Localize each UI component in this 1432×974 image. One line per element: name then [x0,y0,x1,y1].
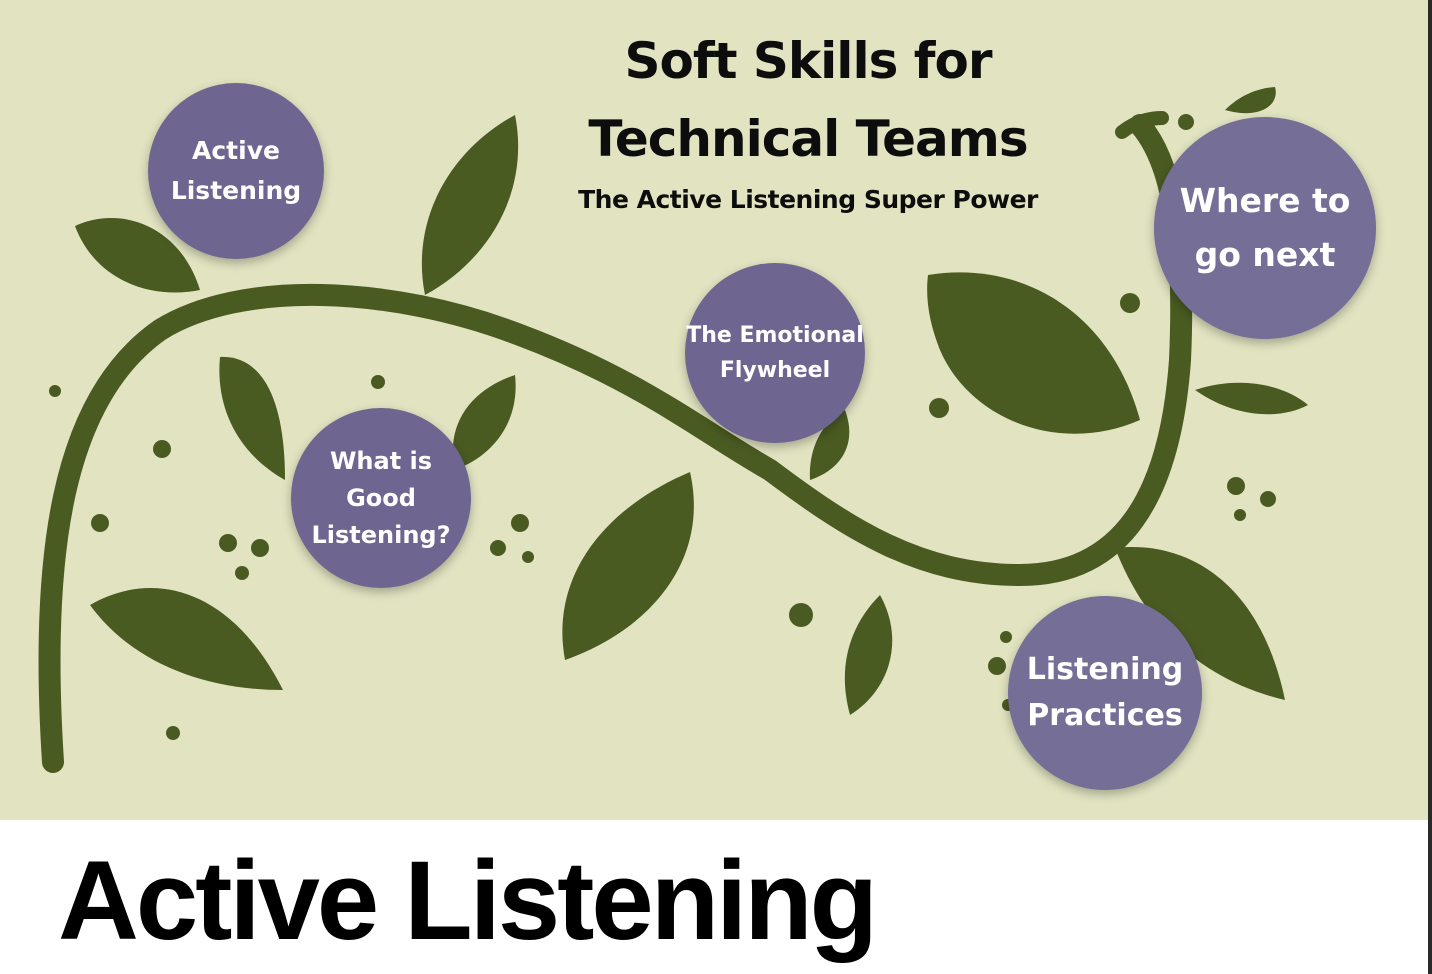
node-label-line: Listening [1026,652,1184,687]
leaf [844,595,893,715]
node-label-line: The Emotional [686,323,864,348]
leaf [90,588,283,690]
caption-area: Active Listening [0,820,1428,974]
slide-title-line-2: Technical Teams [588,110,1028,168]
slide-subtitle: The Active Listening Super Power [578,185,1038,214]
node-where-to-go-next[interactable]: Where to go next [1154,117,1376,339]
node-label-line: Flywheel [719,358,831,383]
node-label-line: Listening [170,176,302,205]
node-label-line: Listening? [311,520,451,549]
node-listening-practices[interactable]: Listening Practices [1008,596,1202,790]
leaf [809,410,850,480]
caption-heading: Active Listening [58,838,878,963]
leaf [219,356,285,480]
node-what-is-good-listening[interactable]: What is Good Listening? [291,408,471,588]
leaf [1195,382,1308,415]
node-label-line: go next [1194,235,1336,274]
vine-illustration [38,87,1308,773]
vine-stem [38,114,1193,773]
node-label-line: Practices [1027,698,1183,733]
node-label-line: Where to [1179,181,1351,220]
window-edge [1428,0,1432,974]
node-label-line: Active [192,136,280,165]
leaf [421,115,519,295]
slide-title-line-1: Soft Skills for [624,32,992,90]
leaf [562,472,694,660]
leaf [1225,87,1276,114]
leaf [1115,547,1285,700]
leaf [75,217,200,293]
node-label-line: What is Good [329,446,433,512]
leaf [927,272,1140,434]
node-emotional-flywheel[interactable]: The Emotional Flywheel [685,263,865,443]
leaf [452,375,516,470]
presentation-slide: Soft Skills for Technical Teams The Acti… [0,0,1432,820]
slide-title-block: Soft Skills for Technical Teams The Acti… [560,22,1056,218]
vine-tip [1115,111,1169,139]
node-active-listening[interactable]: Active Listening [148,83,324,259]
